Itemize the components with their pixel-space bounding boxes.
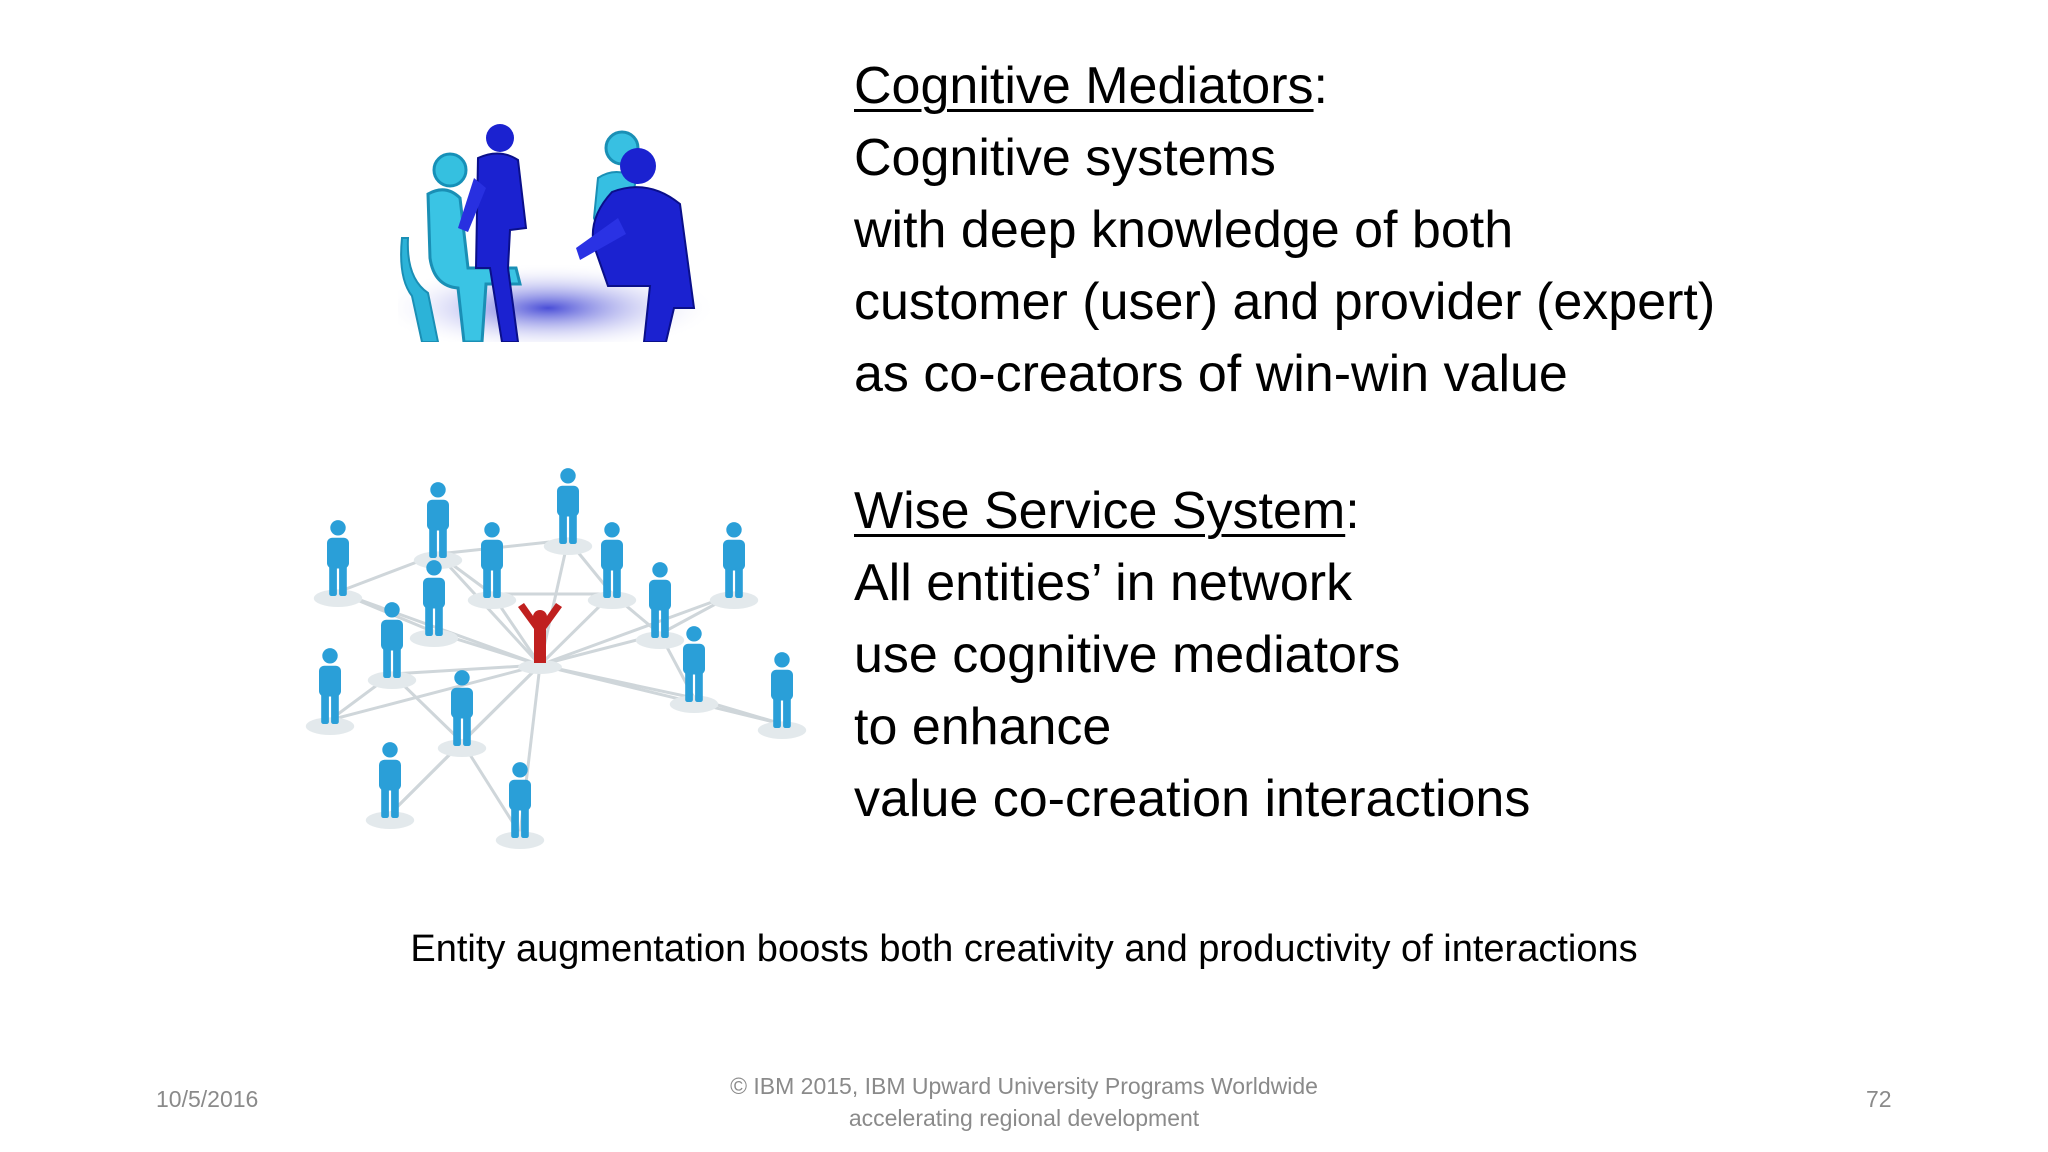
section1-line: Cognitive systems bbox=[854, 129, 1276, 187]
network-person-icon bbox=[587, 522, 637, 609]
section1-line: as co-creators of win-win value bbox=[854, 345, 1568, 403]
caption: Entity augmentation boosts both creativi… bbox=[410, 928, 1638, 970]
people-network-icon bbox=[290, 462, 830, 862]
heading-text: Wise Service System bbox=[854, 482, 1346, 540]
footer-copyright-line2: accelerating regional development bbox=[848, 1105, 1200, 1131]
section2-line: value co-creation interactions bbox=[854, 770, 1531, 828]
footer-copyright: © IBM 2015, IBM Upward University Progra… bbox=[0, 1070, 2048, 1134]
section1-line: customer (user) and provider (expert) bbox=[854, 273, 1716, 331]
network-person-icon bbox=[635, 562, 685, 649]
footer-page-number: 72 bbox=[1866, 1086, 1892, 1112]
wise-service-system-heading: Wise Service System: bbox=[854, 485, 1360, 537]
network-person-icon bbox=[437, 670, 487, 757]
network-person-icon bbox=[413, 482, 463, 569]
network-person-icon bbox=[495, 762, 545, 849]
section1-line: with deep knowledge of both bbox=[854, 201, 1514, 259]
network-person-icon bbox=[313, 520, 363, 607]
section2-line: to enhance bbox=[854, 698, 1112, 756]
network-person-icon bbox=[757, 652, 807, 739]
section2-line: use cognitive mediators bbox=[854, 626, 1401, 684]
network-person-icon bbox=[367, 602, 417, 689]
section2-line: All entities’ in network bbox=[854, 554, 1353, 612]
cognitive-mediators-heading: Cognitive Mediators: bbox=[854, 60, 1328, 112]
heading-suffix: : bbox=[1345, 482, 1360, 540]
network-person-icon bbox=[709, 522, 759, 609]
network-person-icon bbox=[409, 560, 459, 647]
network-person-icon bbox=[305, 648, 355, 735]
network-person-icon bbox=[365, 742, 415, 829]
consultation-people-icon bbox=[378, 118, 718, 353]
network-person-icon bbox=[467, 522, 517, 609]
center-person-icon bbox=[518, 603, 562, 674]
heading-suffix: : bbox=[1313, 57, 1328, 115]
footer-copyright-line1: © IBM 2015, IBM Upward University Progra… bbox=[730, 1073, 1318, 1099]
footer-date: 10/5/2016 bbox=[156, 1086, 259, 1112]
network-person-icon bbox=[543, 468, 593, 555]
network-person-icon bbox=[669, 626, 719, 713]
heading-text: Cognitive Mediators bbox=[854, 57, 1314, 115]
